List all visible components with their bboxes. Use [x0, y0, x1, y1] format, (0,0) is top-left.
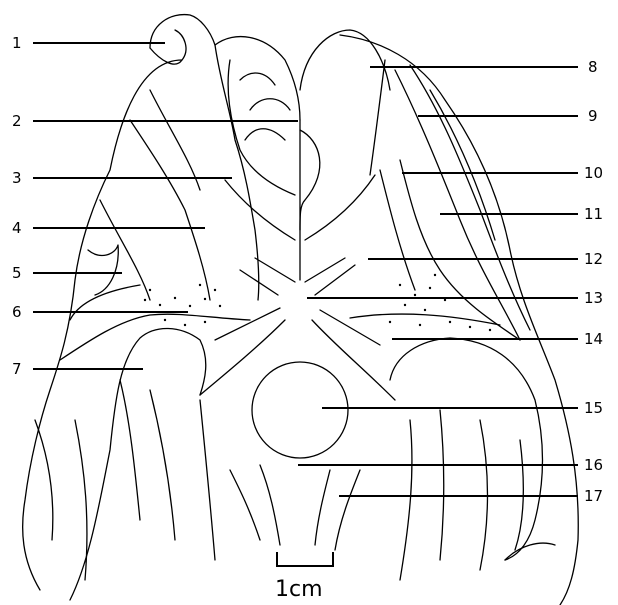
label-4: 4 — [12, 219, 22, 237]
label-3: 3 — [12, 169, 22, 187]
scale-bar-line — [277, 552, 333, 566]
leader-lines — [33, 43, 578, 496]
label-15: 15 — [584, 399, 603, 417]
scale-bar-label: 1cm — [275, 577, 323, 602]
scale-bar: 1cm — [275, 552, 333, 602]
label-13: 13 — [584, 289, 603, 307]
label-6: 6 — [12, 303, 22, 321]
label-12: 12 — [584, 250, 603, 268]
label-5: 5 — [12, 264, 22, 282]
label-9: 9 — [588, 107, 598, 125]
label-2: 2 — [12, 112, 22, 130]
label-7: 7 — [12, 360, 22, 378]
brain-drawing — [23, 15, 579, 605]
label-14: 14 — [584, 330, 603, 348]
stipple-right — [389, 274, 491, 331]
label-10: 10 — [584, 164, 603, 182]
label-8: 8 — [588, 58, 598, 76]
label-17: 17 — [584, 487, 603, 505]
stipple-left — [144, 284, 221, 326]
label-1: 1 — [12, 34, 22, 52]
label-16: 16 — [584, 456, 603, 474]
label-11: 11 — [584, 205, 603, 223]
